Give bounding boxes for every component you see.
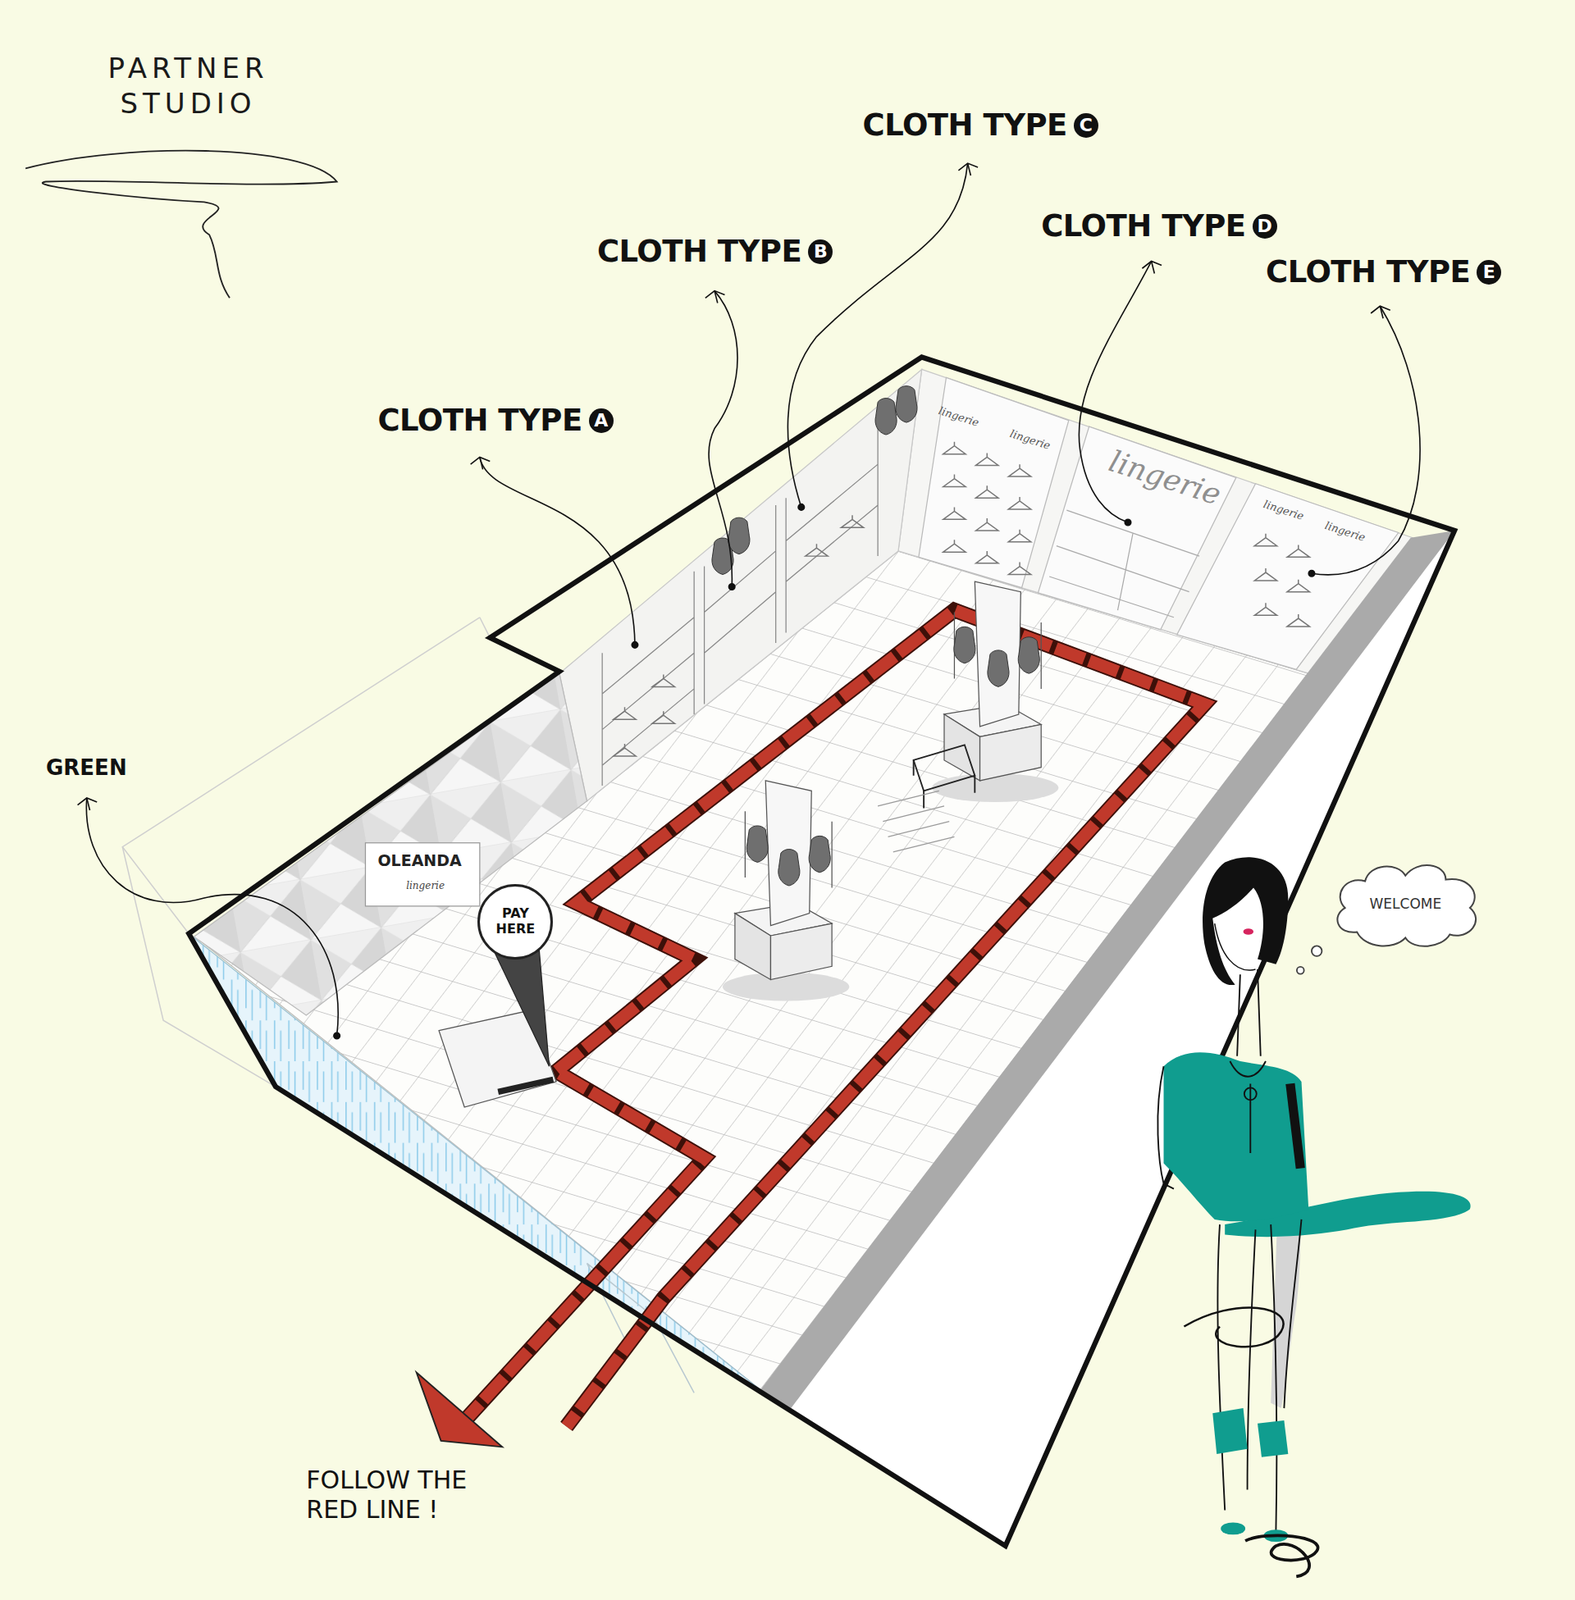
red-route [459,610,1205,1427]
cloth-type-label: CLOTH TYPE [377,403,582,439]
pin-tail [492,947,550,1068]
cloth-type-callout: CLOTH TYPED [1040,209,1277,245]
room-outline [188,356,1455,1547]
studio-title: PARTNER STUDIO [82,50,296,121]
cloud-path [1337,865,1477,947]
pay-here-text: PAY HERE [488,906,542,937]
cloth-type-letter: B [808,239,833,265]
pay-here-pin: PAY HERE [477,884,553,960]
thought-cloud: WELCOME [1324,855,1487,953]
display-stand [722,780,850,1002]
entrance-arrow [416,1373,503,1448]
left-wall [559,369,923,801]
cloth-type-letter: A [588,408,614,434]
cloth-type-callout: CLOTH TYPEA [377,403,613,439]
brand-name: OLEANDA [377,851,462,870]
cloth-type-label: CLOTH TYPE [1040,209,1246,245]
wall-sign: lingerie [1008,427,1053,452]
wall-sign: lingerie [1261,497,1306,523]
cloth-type-letter: C [1073,113,1099,138]
cloth-type-label: CLOTH TYPE [1265,255,1470,291]
display-stand [931,581,1059,803]
welcome-text: WELCOME [1369,895,1443,913]
cloth-type-callout: CLOTH TYPEC [862,108,1099,144]
thought-bubbles [1296,945,1322,974]
cloth-type-label: CLOTH TYPE [862,108,1068,144]
cloth-type-letter: D [1252,214,1278,239]
brand-tagline: lingerie [406,880,445,892]
bench [877,744,975,853]
wall-sign: lingerie [937,404,982,430]
woman-figure [1157,857,1470,1577]
area-note: GREEN [45,755,128,781]
title-swoosh [25,150,338,299]
cloth-type-callout: CLOTH TYPEB [597,234,833,270]
cloth-type-callout: CLOTH TYPEE [1265,255,1502,291]
back-wall [898,369,1413,674]
cloth-type-letter: E [1476,260,1502,285]
wall-sign: lingerie [1323,519,1367,544]
cloth-type-label: CLOTH TYPE [597,234,802,270]
direction-note: FOLLOW THE RED LINE ! [305,1465,520,1525]
leader-line [77,163,1421,1040]
wall-sign: lingerie [1104,444,1225,512]
